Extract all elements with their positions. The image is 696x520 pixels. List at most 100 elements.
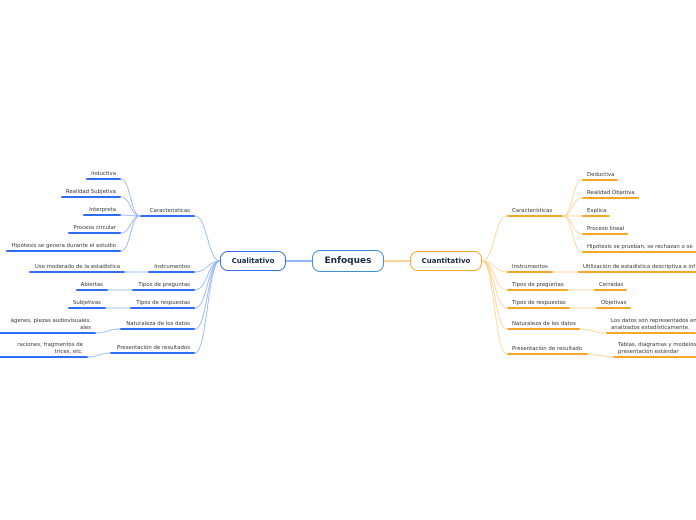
left-leaf-0-1-underline bbox=[61, 196, 121, 198]
left-branch-5-label: Presentación de resultados bbox=[117, 345, 190, 351]
left-leaf-0-3[interactable]: Proceso circular bbox=[68, 225, 121, 234]
left-leaf-3-0[interactable]: Subjetivas bbox=[68, 300, 106, 309]
right-leaf-1-0-label: Utilización de estadística descriptiva e… bbox=[583, 264, 696, 270]
left-branch-3-underline bbox=[130, 307, 195, 309]
right-leaf-0-2[interactable]: Explica bbox=[582, 208, 610, 217]
left-branch-5-underline bbox=[110, 352, 195, 354]
right-leaf-0-1[interactable]: Realidad Objetiva bbox=[582, 190, 639, 199]
right-leaf-0-0[interactable]: Deductiva bbox=[582, 172, 618, 181]
left-leaf-5-0-underline bbox=[0, 356, 88, 358]
right-branch-3-label: Tipos de respuestas bbox=[512, 300, 566, 306]
right-leaf-5-0[interactable]: Tablas, diagramas y modelos presentación… bbox=[613, 342, 696, 358]
right-branch-2-underline bbox=[507, 289, 568, 291]
right-leaf-4-0[interactable]: Los datos son representados en analizado… bbox=[606, 318, 696, 334]
left-leaf-3-0-label: Subjetivas bbox=[73, 300, 101, 306]
right-leaf-0-4[interactable]: Hipótesis se prueban, se rechazan o se bbox=[582, 244, 696, 253]
left-leaf-4-0[interactable]: ágenes, piezas audiovisuales, ales bbox=[0, 318, 96, 334]
left-leaf-0-2-underline bbox=[83, 214, 121, 216]
left-leaf-0-1[interactable]: Realidad Subjetiva bbox=[61, 189, 121, 198]
link-left-branch bbox=[194, 260, 221, 309]
left-leaf-2-0-label: Abiertas bbox=[80, 282, 103, 288]
left-leaf-5-0[interactable]: raciones, fragmentos de trices, etc. bbox=[0, 342, 88, 358]
left-leaf-2-0-underline bbox=[76, 289, 108, 291]
left-leaf-0-0-underline bbox=[86, 178, 121, 180]
left-branch-0-underline bbox=[140, 215, 195, 217]
central-topic-enfoques[interactable]: Enfoques bbox=[312, 250, 384, 272]
right-leaf-0-3-underline bbox=[582, 233, 628, 235]
topic-cualitativo[interactable]: Cualitativo bbox=[220, 251, 286, 271]
left-branch-4-underline bbox=[120, 328, 195, 330]
link-right-leaf bbox=[562, 215, 583, 253]
left-leaf-0-0[interactable]: Inductiva bbox=[86, 171, 121, 180]
left-leaf-1-0-underline bbox=[29, 271, 125, 273]
right-leaf-3-0[interactable]: Objetivas bbox=[596, 300, 631, 309]
link-right-branch bbox=[481, 260, 508, 330]
right-leaf-5-0-label: Tablas, diagramas y modelos presentación… bbox=[618, 342, 696, 355]
right-leaf-4-0-label: Los datos son representados en analizado… bbox=[611, 318, 696, 331]
link-left-leaf bbox=[120, 215, 141, 234]
right-leaf-1-0[interactable]: Utilización de estadística descriptiva e… bbox=[578, 264, 696, 273]
topic-cuantitativo[interactable]: Cuantitativo bbox=[410, 251, 482, 271]
left-leaf-0-1-label: Realidad Subjetiva bbox=[65, 189, 116, 195]
link-left-branch bbox=[194, 260, 221, 354]
right-leaf-2-0-label: Cerradas bbox=[599, 282, 624, 288]
topic-cuantitativo-label: Cuantitativo bbox=[421, 257, 471, 265]
right-leaf-0-0-underline bbox=[582, 179, 618, 181]
left-leaf-0-2-label: Interpreta bbox=[89, 207, 116, 213]
left-branch-0-label: Características bbox=[149, 208, 190, 214]
left-leaf-0-2[interactable]: Interpreta bbox=[83, 207, 121, 216]
right-leaf-3-0-underline bbox=[596, 307, 631, 309]
right-leaf-2-0-underline bbox=[594, 289, 627, 291]
central-topic-label: Enfoques bbox=[324, 256, 372, 266]
right-leaf-0-4-label: Hipótesis se prueban, se rechazan o se bbox=[587, 244, 693, 250]
right-branch-3[interactable]: Tipos de respuestas bbox=[507, 300, 570, 309]
right-leaf-1-0-underline bbox=[578, 271, 696, 273]
link-left-branch bbox=[194, 260, 221, 330]
right-branch-0-underline bbox=[507, 215, 563, 217]
left-leaf-4-0-underline bbox=[0, 332, 96, 334]
right-leaf-2-0[interactable]: Cerradas bbox=[594, 282, 627, 291]
left-leaf-0-3-underline bbox=[68, 232, 121, 234]
right-leaf-3-0-label: Objetivas bbox=[601, 300, 627, 306]
left-leaf-0-4[interactable]: Hipótesis se genera durante el estudio bbox=[6, 243, 121, 252]
right-leaf-0-1-label: Realidad Objetiva bbox=[587, 190, 635, 196]
right-leaf-0-1-underline bbox=[582, 197, 639, 199]
right-branch-2[interactable]: Tipos de preguntas bbox=[507, 282, 568, 291]
left-branch-2[interactable]: Tipos de preguntas bbox=[132, 282, 195, 291]
left-branch-3[interactable]: Tipos de respuestas bbox=[130, 300, 195, 309]
left-branch-1-label: Instrumentos bbox=[154, 264, 190, 270]
left-branch-0[interactable]: Características bbox=[140, 208, 195, 217]
left-branch-3-label: Tipos de respuestas bbox=[136, 300, 190, 306]
left-branch-1[interactable]: Instrumentos bbox=[148, 264, 195, 273]
right-branch-5-label: Presentación de resultado bbox=[512, 346, 583, 352]
left-branch-2-underline bbox=[132, 289, 195, 291]
right-branch-4-underline bbox=[507, 328, 580, 330]
right-leaf-0-2-underline bbox=[582, 215, 610, 217]
left-branch-4[interactable]: Naturaleza de los datos bbox=[120, 321, 195, 330]
left-branch-1-underline bbox=[148, 271, 195, 273]
left-leaf-4-0-label: ágenes, piezas audiovisuales, ales bbox=[10, 318, 91, 331]
link-left-leaf bbox=[120, 215, 141, 252]
right-branch-0-label: Características bbox=[512, 208, 553, 214]
right-branch-0[interactable]: Características bbox=[507, 208, 563, 217]
right-branch-5-underline bbox=[507, 353, 588, 355]
right-branch-3-underline bbox=[507, 307, 570, 309]
right-leaf-0-4-underline bbox=[582, 251, 696, 253]
link-left-leaf bbox=[95, 328, 121, 334]
link-right-leaf bbox=[562, 197, 583, 217]
right-branch-1[interactable]: Instrumentos bbox=[507, 264, 553, 273]
link-right-leaf bbox=[579, 328, 607, 334]
right-leaf-0-3[interactable]: Proceso lineal bbox=[582, 226, 628, 235]
left-branch-5[interactable]: Presentación de resultados bbox=[110, 345, 195, 354]
right-leaf-0-0-label: Deductiva bbox=[587, 172, 615, 178]
link-right-leaf bbox=[562, 215, 583, 235]
right-leaf-0-3-label: Proceso lineal bbox=[587, 226, 625, 232]
left-leaf-2-0[interactable]: Abiertas bbox=[76, 282, 108, 291]
right-branch-5[interactable]: Presentación de resultado bbox=[507, 346, 588, 355]
left-leaf-1-0[interactable]: Uso moderado de la estadística bbox=[29, 264, 125, 273]
right-branch-4[interactable]: Naturaleza de los datos bbox=[507, 321, 580, 330]
right-branch-2-label: Tipos de preguntas bbox=[512, 282, 564, 288]
link-left-leaf bbox=[120, 178, 141, 217]
link-left-branch bbox=[194, 215, 221, 262]
